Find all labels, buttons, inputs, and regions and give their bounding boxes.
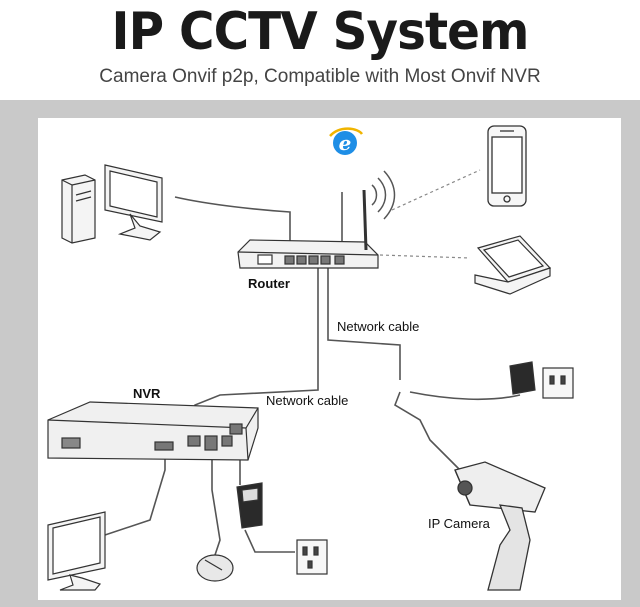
browser-e-icon: e	[329, 127, 364, 155]
nvr-label: NVR	[133, 386, 161, 401]
desktop-tower-icon	[61, 174, 96, 244]
mouse-icon	[196, 554, 234, 582]
router-label: Router	[248, 276, 290, 291]
nvr-mouse-cable	[211, 455, 221, 556]
page-title: IP CCTV System	[111, 2, 530, 62]
smartphone-icon	[487, 125, 527, 207]
ip-camera-icon	[454, 461, 546, 591]
monitor-bottom-icon	[47, 511, 106, 591]
wall-socket-icon	[296, 539, 328, 575]
network-cable-label-2: Network cable	[266, 393, 349, 408]
svg-text:e: e	[339, 131, 352, 155]
camera-power-socket-icon	[509, 361, 574, 399]
ip-camera-label: IP Camera	[428, 516, 490, 531]
page-subtitle: Camera Onvif p2p, Compatible with Most O…	[99, 66, 541, 87]
header: IP CCTV System Camera Onvif p2p, Compati…	[0, 0, 640, 100]
router-icon	[237, 189, 379, 269]
camera-pigtail-cable	[394, 391, 461, 471]
wifi-phone-link	[391, 169, 481, 211]
nvr-box-icon	[47, 401, 259, 461]
network-cable-label-1: Network cable	[337, 319, 420, 334]
laptop-icon	[474, 235, 552, 295]
monitor-router-cable	[174, 196, 291, 250]
wifi-laptop-link	[379, 254, 471, 259]
adapter-socket-cable	[244, 529, 295, 553]
camera-power-cable	[409, 391, 521, 401]
power-adapter-icon	[236, 482, 263, 529]
monitor-icon	[104, 164, 163, 241]
wifi-signal-icon	[371, 170, 396, 220]
router-camera-cable	[327, 268, 401, 380]
